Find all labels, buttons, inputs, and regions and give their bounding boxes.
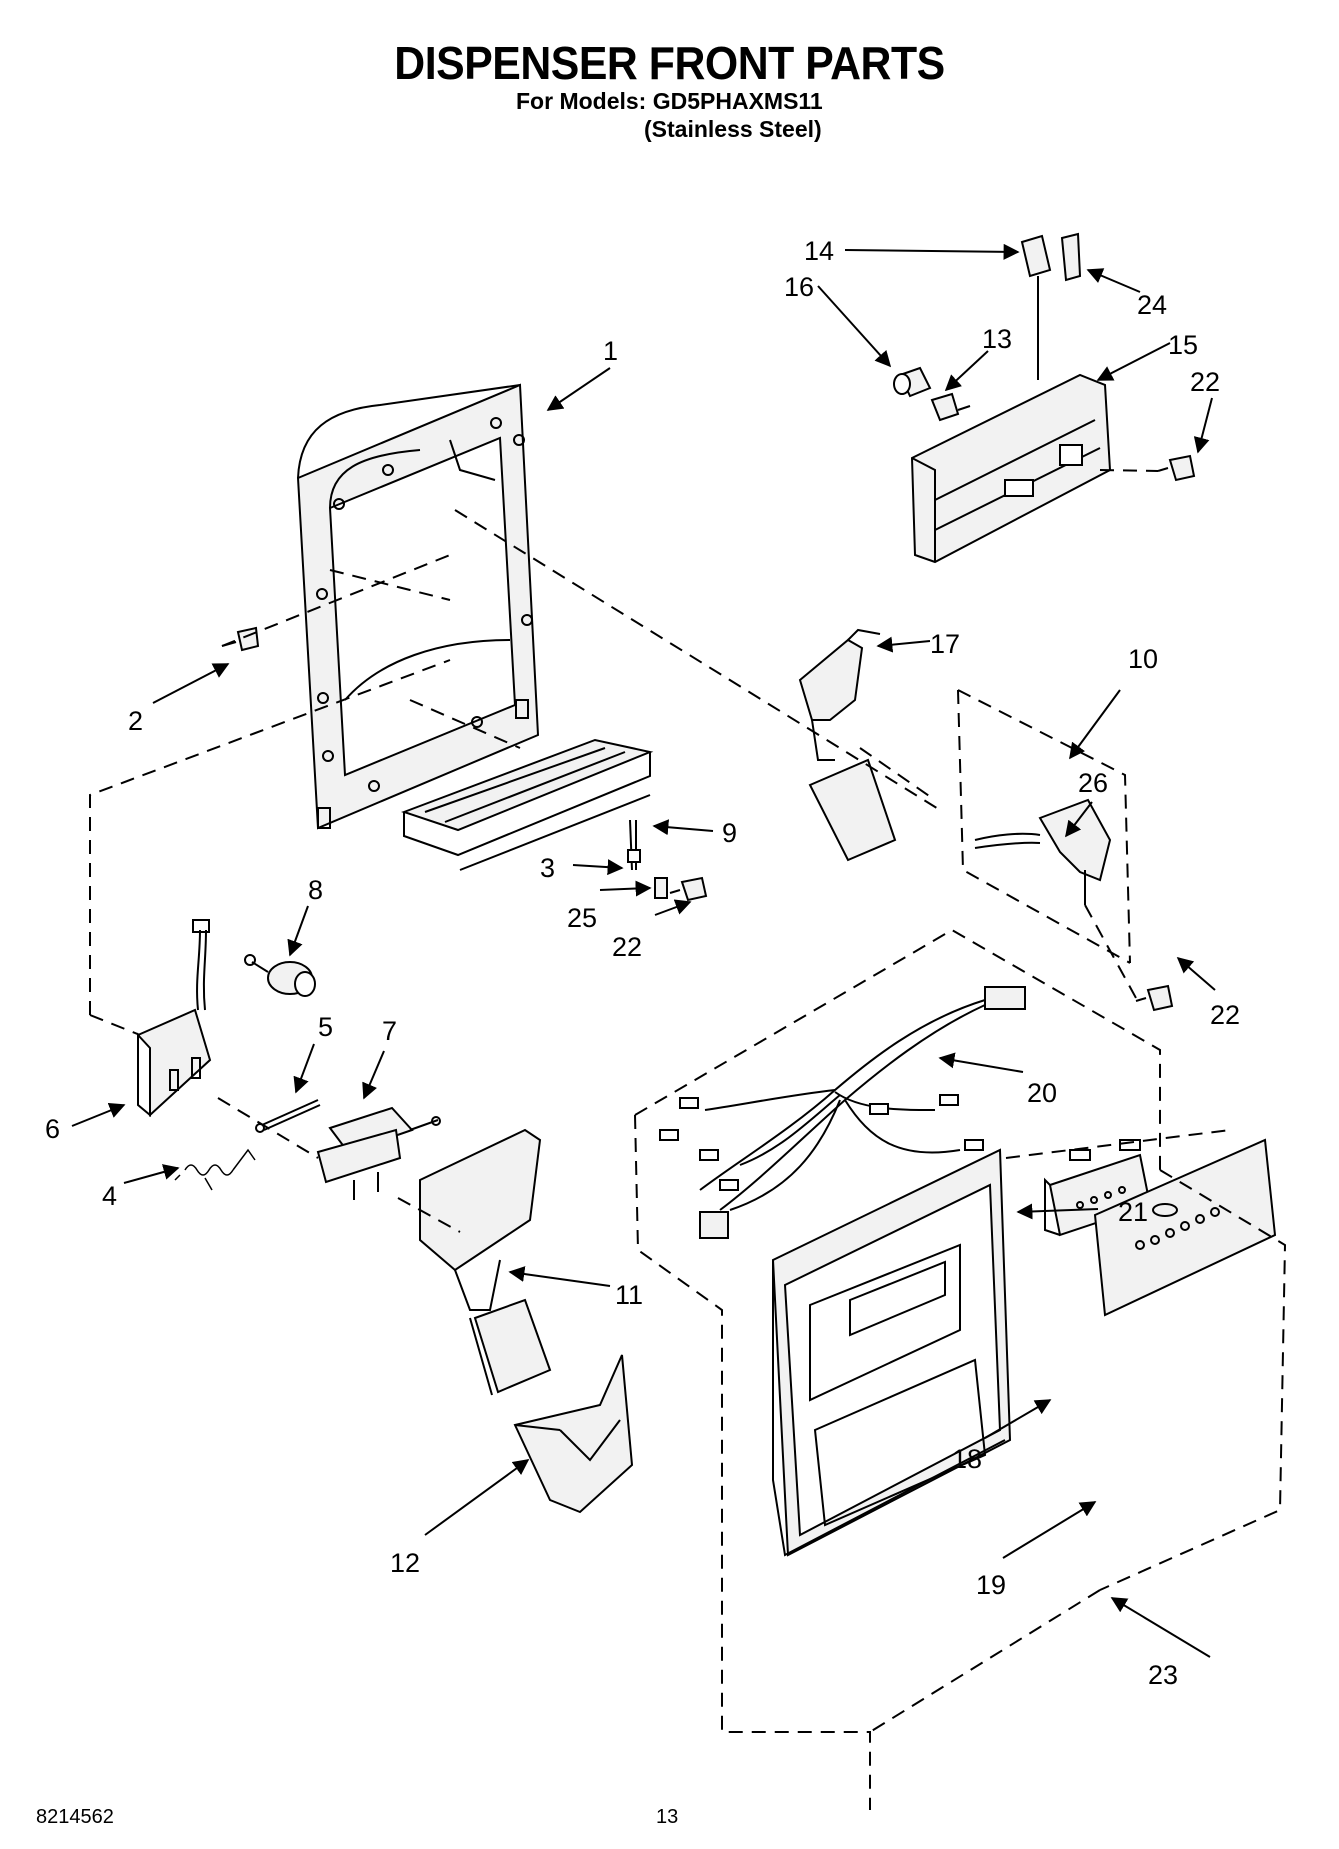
- callout-22-top: 22: [1190, 367, 1220, 397]
- callout-3: 3: [540, 853, 555, 883]
- part-26-switch: [974, 798, 1112, 905]
- finish-line: (Stainless Steel): [644, 116, 822, 142]
- callout-22-tray: 22: [612, 932, 642, 962]
- callout-10: 10: [1128, 644, 1158, 674]
- callout-17: 17: [930, 629, 960, 659]
- page-title: DISPENSER FRONT PARTS: [394, 37, 945, 89]
- part-22-screw-b: [1157, 454, 1196, 482]
- part-21-front-panel: [771, 1148, 1012, 1557]
- part-12-chute: [513, 1354, 634, 1514]
- part-14-switch: [1020, 234, 1052, 380]
- callout-24: 24: [1137, 290, 1167, 320]
- part-15-bracket: [910, 373, 1112, 564]
- part-8-motor: [244, 954, 316, 997]
- callout-15: 15: [1168, 330, 1198, 360]
- document-number: 8214562: [36, 1806, 114, 1828]
- part-1-housing: [296, 383, 540, 830]
- part-19-overlay: [1093, 1138, 1277, 1317]
- callout-5: 5: [318, 1012, 333, 1042]
- callout-18: 18: [952, 1444, 982, 1474]
- callout-8: 8: [308, 875, 323, 905]
- part-4-spring: [174, 1148, 256, 1191]
- callout-13: 13: [982, 324, 1012, 354]
- part-13-socket: [930, 392, 971, 422]
- callout-14: 14: [804, 236, 834, 266]
- callout-20: 20: [1027, 1078, 1057, 1108]
- callout-7: 7: [382, 1016, 397, 1046]
- callout-26: 26: [1078, 768, 1108, 798]
- page-number: 13: [656, 1806, 679, 1828]
- callout-25: 25: [567, 903, 597, 933]
- callout-labels: 1 2 3 4 5 6 7 8 9 10 11 12 13 14 15 16 1…: [45, 236, 1240, 1690]
- callout-22-switch: 22: [1210, 1000, 1240, 1030]
- part-6-module: [136, 919, 212, 1118]
- part-24-insulator: [1060, 232, 1082, 282]
- part-11-ice-lever: [419, 1128, 552, 1396]
- part-22-screw-c: [1135, 984, 1174, 1012]
- callout-16: 16: [784, 272, 814, 302]
- part-9-drip-tray: [401, 738, 654, 871]
- callout-23: 23: [1148, 1660, 1178, 1690]
- part-25-pad: [654, 877, 668, 899]
- leader-arrows: [71, 243, 1216, 1658]
- callout-11: 11: [615, 1280, 643, 1310]
- part-17-water-lever: [798, 628, 897, 862]
- callout-12: 12: [390, 1548, 420, 1578]
- part-22-screw-a: [669, 876, 708, 902]
- part-2-screw: [221, 626, 260, 652]
- callout-4: 4: [102, 1181, 117, 1211]
- callout-19: 19: [976, 1570, 1006, 1600]
- callout-9: 9: [722, 818, 737, 848]
- callout-6: 6: [45, 1114, 60, 1144]
- assembly-dashed-lines: [89, 469, 1287, 1810]
- callout-2: 2: [128, 706, 143, 736]
- part-16-light-bulb: [893, 366, 932, 398]
- part-7-actuator: [316, 1106, 441, 1200]
- part-3-clip: [627, 819, 641, 871]
- callout-21: 21: [1118, 1197, 1148, 1227]
- callout-1: 1: [603, 336, 618, 366]
- part-20-wire-harness: [659, 986, 1026, 1239]
- models-line: For Models: GD5PHAXMS11: [516, 88, 823, 114]
- part-18-control-board: [1044, 1139, 1152, 1237]
